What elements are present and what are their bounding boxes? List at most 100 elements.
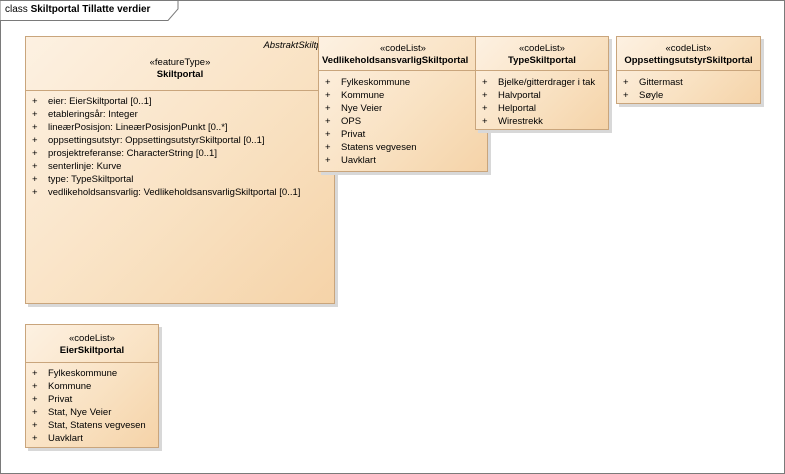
list-item[interactable]: + Privat: [325, 128, 487, 141]
visibility-plus-icon: +: [32, 433, 38, 444]
list-item-text: Kommune: [48, 381, 92, 392]
list-item[interactable]: +Uavklart: [325, 154, 487, 167]
visibility-plus-icon: +: [32, 148, 38, 159]
list-item[interactable]: +Bjelke/gitterdrager i tak: [482, 76, 608, 89]
list-item-text: senterlinje: Kurve: [48, 161, 122, 172]
list-item[interactable]: + Stat, Nye Veier: [32, 406, 158, 419]
list-item-text: Fylkeskommune: [341, 77, 411, 88]
visibility-plus-icon: +: [325, 77, 331, 88]
list-item-text: vedlikeholdsansvarlig: Vedlikeholdsansva…: [48, 187, 301, 198]
visibility-plus-icon: +: [32, 122, 38, 133]
list-item[interactable]: + type: TypeSkiltportal: [32, 173, 334, 186]
list-item[interactable]: + Kommune: [325, 89, 487, 102]
list-item[interactable]: + Wirestrekk: [482, 115, 608, 128]
visibility-plus-icon: +: [32, 407, 38, 418]
generalization-label: AbstraktSkiltpor: [263, 40, 330, 51]
list-item[interactable]: + Helportal: [482, 102, 608, 115]
class-header: «codeList» TypeSkiltportal: [476, 37, 608, 71]
visibility-plus-icon: +: [32, 368, 38, 379]
class-header: «codeList» EierSkiltportal: [26, 325, 158, 363]
stereotype-label: «codeList»: [665, 43, 712, 54]
frame-title: class Skiltportal Tillatte verdier: [5, 4, 150, 15]
stereotype-label: «codeList»: [519, 43, 565, 54]
list-item-text: type: TypeSkiltportal: [48, 174, 134, 185]
list-item-text: Nye Veier: [341, 103, 383, 114]
visibility-plus-icon: +: [482, 77, 488, 88]
value-list: + Fylkeskommune + Kommune + Nye Veier + OPS + Pri…: [319, 71, 487, 167]
stereotype-label: «codeList»: [69, 333, 115, 344]
list-item-text: Stat, Nye Veier: [48, 407, 112, 418]
list-item-text: Halvportal: [498, 90, 541, 101]
visibility-plus-icon: +: [32, 96, 38, 107]
list-item[interactable]: + etableringsår: Integer: [32, 108, 334, 121]
class-header: «featureType» Skiltportal: [26, 37, 334, 91]
list-item[interactable]: + vedlikeholdsansvarlig: Vedlikeholdsansv…: [32, 186, 334, 199]
list-item-text: Søyle: [639, 90, 664, 101]
list-item[interactable]: +Stat, Statens vegvesen: [32, 419, 158, 432]
visibility-plus-icon: +: [32, 187, 38, 198]
class-name: EierSkiltportal: [59, 345, 125, 356]
list-item[interactable]: +Fylkeskommune: [32, 367, 158, 380]
value-list: +Fylkeskommune+Kommune+Privat+Stat, Nye …: [26, 363, 158, 445]
frame-name: Skiltportal Tillatte verdier: [30, 4, 151, 15]
list-item[interactable]: + Nye Veier: [325, 102, 487, 115]
visibility-plus-icon: +: [482, 90, 488, 101]
list-item-text: Wirestrekk: [498, 116, 543, 127]
stereotype-label: «codeList»: [380, 43, 426, 54]
visibility-plus-icon: +: [32, 161, 38, 172]
list-item-text: prosjektreferanse: CharacterString [0..1…: [48, 148, 217, 159]
class-eier-skiltportal[interactable]: «codeList» EierSkiltportal +Fylkeskommun…: [25, 324, 159, 448]
visibility-plus-icon: +: [325, 90, 331, 101]
list-item-text: Uavklart: [341, 155, 376, 166]
visibility-plus-icon: +: [325, 142, 331, 153]
list-item[interactable]: +Gittermast: [623, 76, 760, 89]
class-name: TypeSkiltportal: [508, 55, 576, 66]
list-item[interactable]: + eier: EierSkiltportal [0..1]: [32, 95, 334, 108]
list-item-text: OPS: [341, 116, 362, 127]
visibility-plus-icon: +: [32, 135, 38, 146]
value-list: +Bjelke/gitterdrager i tak+Halvportal+He…: [476, 71, 608, 128]
list-item[interactable]: + senterlinje: Kurve: [32, 160, 334, 173]
list-item[interactable]: + Kommune: [32, 380, 158, 393]
visibility-plus-icon: +: [482, 103, 488, 114]
visibility-plus-icon: +: [623, 77, 629, 88]
class-name: VedlikeholdsansvarligSkiltportal: [322, 55, 469, 66]
list-item-text: Uavklart: [48, 433, 83, 444]
list-item[interactable]: +Privat: [32, 393, 158, 406]
visibility-plus-icon: +: [325, 103, 331, 114]
visibility-plus-icon: +: [325, 116, 331, 127]
list-item[interactable]: + Uavklart: [32, 432, 158, 445]
list-item[interactable]: + Fylkeskommune: [325, 76, 487, 89]
class-name: OppsettingsutstyrSkiltportal: [624, 55, 753, 66]
list-item-text: Privat: [341, 129, 366, 140]
visibility-plus-icon: +: [32, 109, 38, 120]
class-skiltportal[interactable]: AbstraktSkiltpor «featureType» Skiltport…: [25, 36, 335, 304]
class-vedlikeholdsansvarlig-skiltportal[interactable]: «codeList» VedlikeholdsansvarligSkiltpor…: [318, 36, 488, 172]
list-item[interactable]: +oppsettingsutstyr: OppsettingsutstyrSki…: [32, 134, 334, 147]
visibility-plus-icon: +: [325, 129, 331, 140]
visibility-plus-icon: +: [623, 90, 629, 101]
class-type-skiltportal[interactable]: «codeList» TypeSkiltportal +Bjelke/gitte…: [475, 36, 609, 130]
list-item-text: Privat: [48, 394, 73, 405]
list-item-text: eier: EierSkiltportal [0..1]: [48, 96, 152, 107]
class-header: «codeList» OppsettingsutstyrSkiltportal: [617, 37, 760, 71]
list-item[interactable]: + Halvportal: [482, 89, 608, 102]
visibility-plus-icon: +: [32, 174, 38, 185]
class-oppsettingsutstyr-skiltportal[interactable]: «codeList» OppsettingsutstyrSkiltportal …: [616, 36, 761, 104]
list-item[interactable]: + lineærPosisjon: LineærPosisjonPunkt [0.…: [32, 121, 334, 134]
list-item[interactable]: + Søyle: [623, 89, 760, 102]
class-name: Skiltportal: [156, 69, 204, 80]
list-item[interactable]: + prosjektreferanse: CharacterString [0..…: [32, 147, 334, 160]
visibility-plus-icon: +: [482, 116, 488, 127]
class-header: «codeList» VedlikeholdsansvarligSkiltpor…: [319, 37, 487, 71]
visibility-plus-icon: +: [32, 381, 38, 392]
list-item[interactable]: + OPS: [325, 115, 487, 128]
list-item-text: Statens vegvesen: [341, 142, 417, 153]
list-item-text: Kommune: [341, 90, 385, 101]
list-item-text: Helportal: [498, 103, 537, 114]
list-item-text: Stat, Statens vegvesen: [48, 420, 146, 431]
list-item-text: etableringsår: Integer: [48, 109, 138, 120]
list-item[interactable]: + Statens vegvesen: [325, 141, 487, 154]
list-item-text: lineærPosisjon: LineærPosisjonPunkt [0..…: [48, 122, 228, 133]
attribute-list: + eier: EierSkiltportal [0..1] + etablering…: [26, 91, 334, 199]
